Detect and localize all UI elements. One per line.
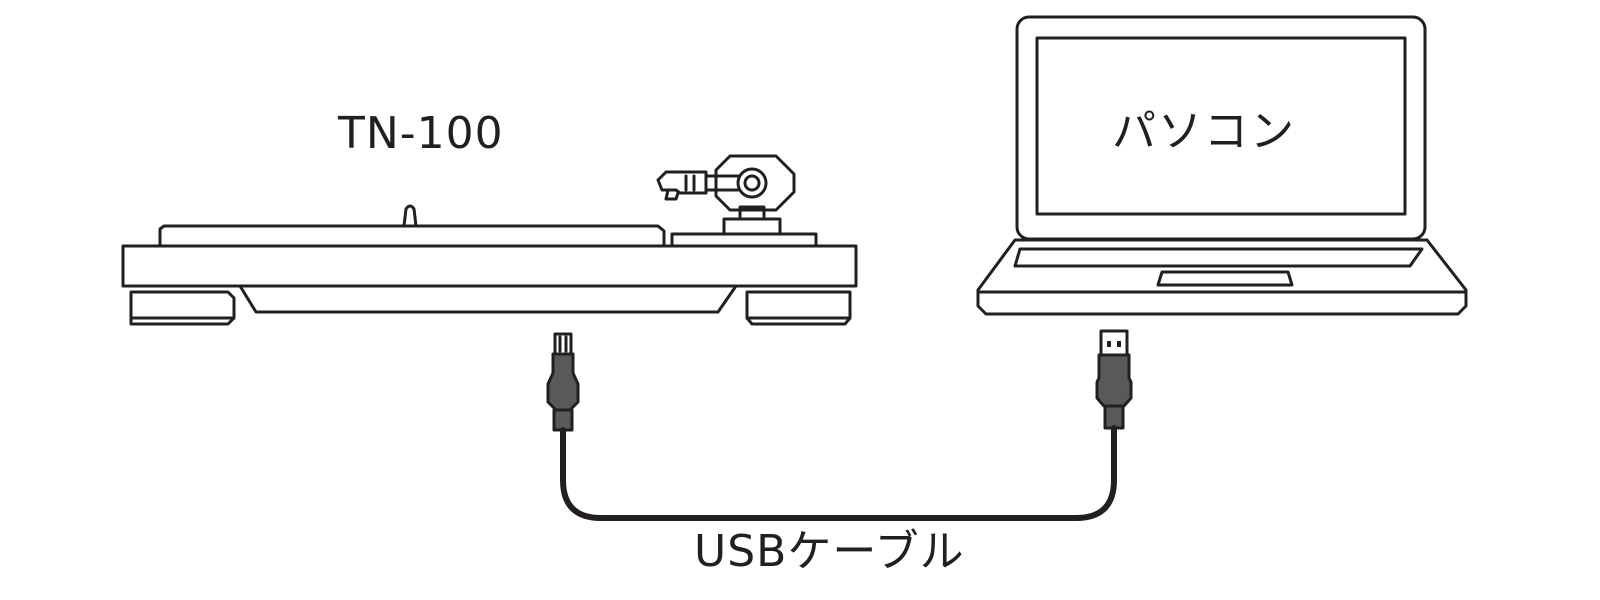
usb-cable-label: USBケーブル	[694, 526, 965, 577]
turntable-label: TN-100	[338, 108, 504, 159]
turntable-icon	[121, 154, 858, 326]
usb-cable-line	[560, 425, 1117, 521]
computer-label: パソコン	[1112, 106, 1296, 157]
usb-b-plug-icon	[546, 332, 580, 432]
laptop-icon	[976, 15, 1468, 316]
usb-a-plug-icon	[1095, 329, 1133, 430]
